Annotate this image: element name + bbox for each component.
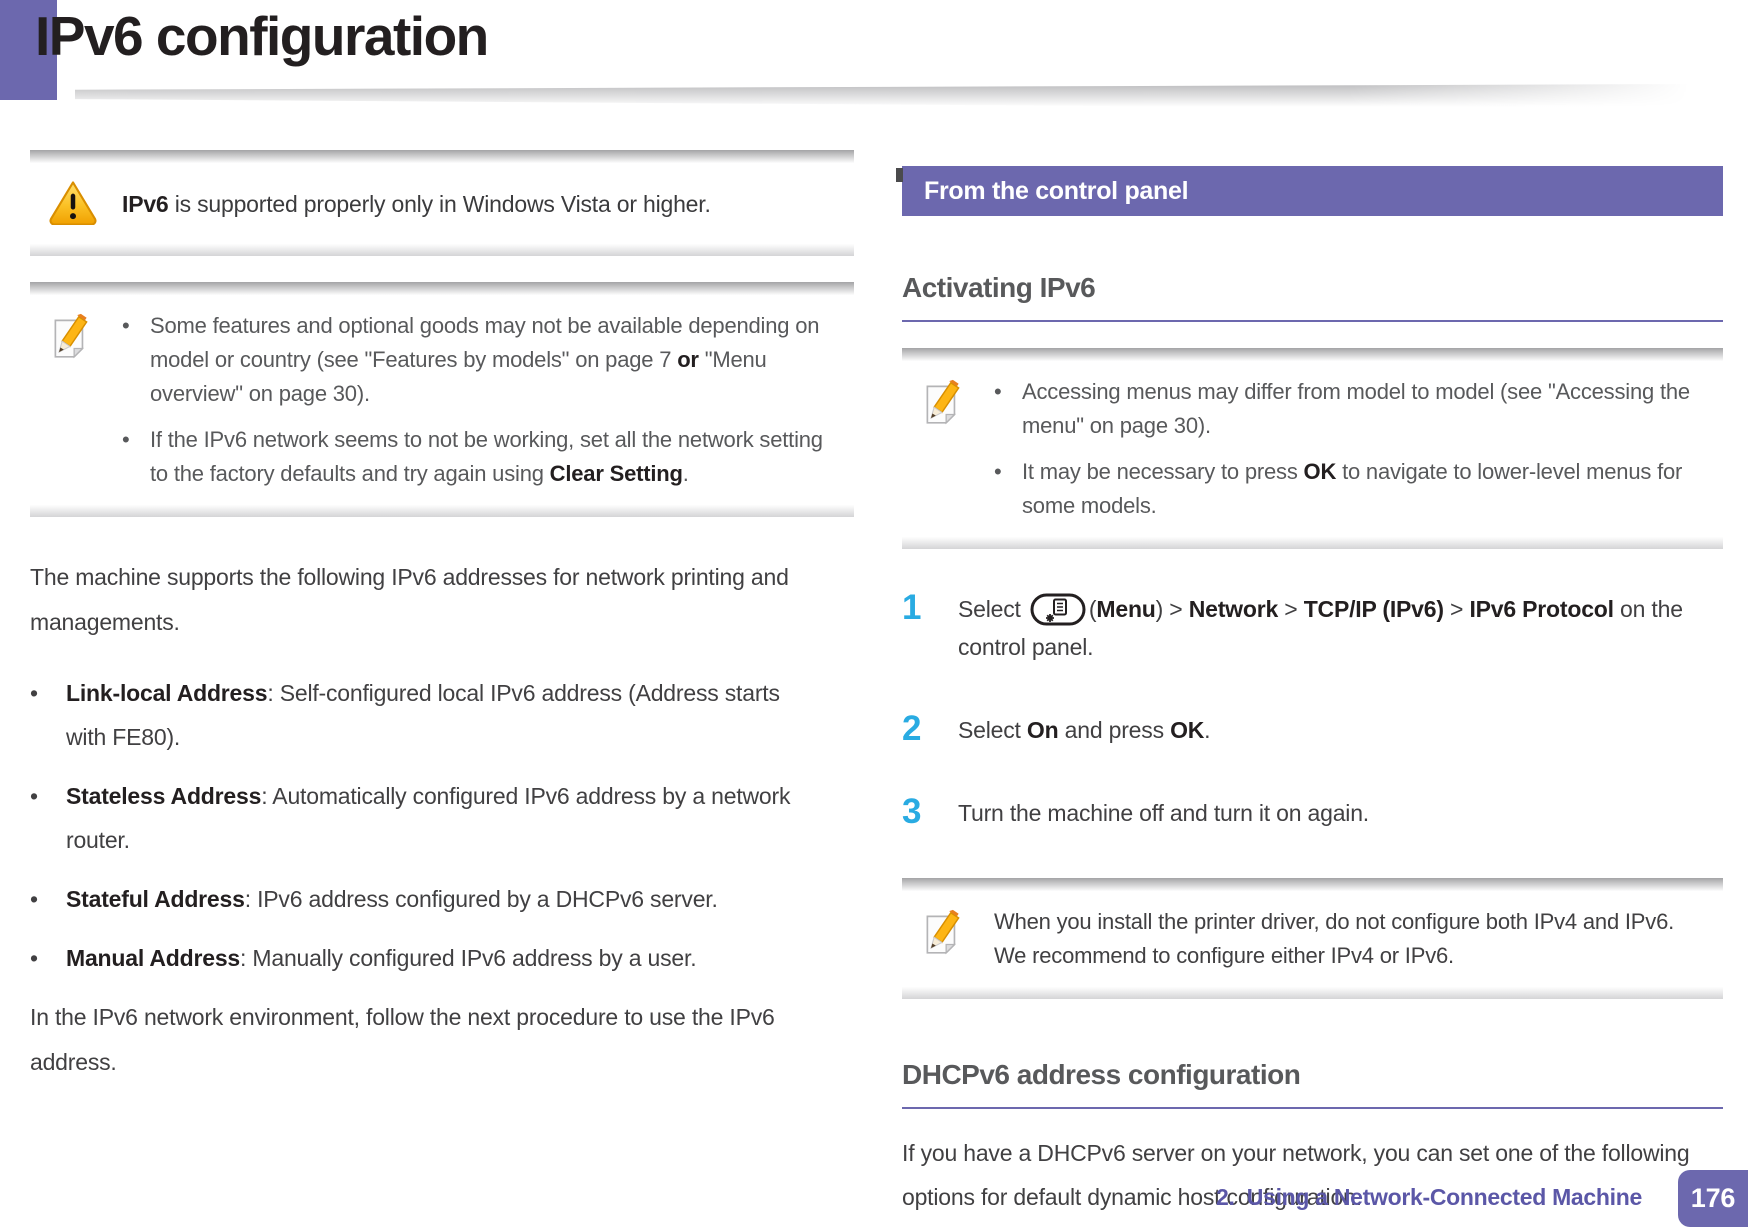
footer-page-number: 176 [1678,1170,1748,1227]
outro-paragraph: In the IPv6 network environment, follow … [30,1004,775,1075]
step-text: Select On and press OK. [958,717,1211,743]
note-pencil-icon [48,309,100,491]
list-item: • Manual Address: Manually configured IP… [30,936,854,980]
warning-icon [48,177,100,230]
dhcpv6-paragraph: If you have a DHCPv6 server on your netw… [902,1140,1690,1210]
list-item: • Stateless Address: Automatically confi… [30,774,854,862]
page-number: 176 [1690,1183,1736,1213]
step-text: Turn the machine off and turn it on agai… [958,800,1369,826]
list-item-text: Manual Address: Manually configured IPv6… [66,945,697,971]
note-content: • Accessing menus may differ from model … [994,375,1701,523]
menu-button-icon [1030,593,1086,626]
note-pencil-icon [920,375,972,523]
note-text: When you install the printer driver, do … [994,909,1675,968]
step-number: 2 [902,709,922,748]
note-bullet-text: It may be necessary to press OK to navig… [1022,459,1683,518]
page-title: IPv6 configuration [35,5,489,67]
list-item: • Stateful Address: IPv6 address configu… [30,877,854,921]
step-number: 1 [902,588,922,627]
step-text-segment: Select [958,596,1027,622]
warning-text: IPv6 is supported properly only in Windo… [122,190,711,217]
step-2: 2 Select On and press OK. [902,710,1723,749]
note-bullet: • It may be necessary to press OK to nav… [994,455,1701,523]
step-number: 3 [902,792,922,831]
bullet-dot: • [30,680,38,706]
note-box: • Some features and optional goods may n… [30,282,854,517]
section-banner-label: From the control panel [924,177,1189,205]
list-item: • Link-local Address: Self-configured lo… [30,671,854,759]
note-bullet: • Some features and optional goods may n… [122,309,832,411]
note-pencil-icon [920,905,972,973]
bullet-dot: • [30,783,38,809]
section-banner: From the control panel [896,166,1723,216]
step-text: Select (Menu) > Network > TCP/IP (IPv6) … [958,589,1698,666]
bullet-dot: • [994,459,1002,484]
intro-paragraph: The machine supports the following IPv6 … [30,564,789,635]
dhcpv6-heading: DHCPv6 address configuration [902,1059,1723,1109]
list-item-text: Stateless Address: Automatically configu… [66,783,791,853]
note-bullet: • If the IPv6 network seems to not be wo… [122,423,832,491]
bullet-dot: • [30,945,38,971]
note-box: • Accessing menus may differ from model … [902,348,1723,549]
bullet-dot: • [994,379,1002,404]
list-item-text: Link-local Address: Self-configured loca… [66,680,780,750]
title-accent-bar [0,0,57,100]
step-1: 1 Select (Menu) > Network > TCP/IP (IPv6… [902,589,1723,666]
bullet-dot: • [30,886,38,912]
note-bullet-text: Accessing menus may differ from model to… [1022,379,1690,438]
step-3: 3 Turn the machine off and turn it on ag… [902,793,1723,832]
step-list: 1 Select (Menu) > Network > TCP/IP (IPv6… [902,589,1723,832]
list-item-text: Stateful Address: IPv6 address configure… [66,886,718,912]
note-box: When you install the printer driver, do … [902,878,1723,999]
activating-ipv6-heading: Activating IPv6 [902,272,1723,322]
note-bullet-text: If the IPv6 network seems to not be work… [150,427,823,486]
bullet-dot: • [122,313,130,338]
title-divider-gradient [75,84,1705,110]
footer-chapter-label: 2. Using a Network-Connected Machine [1216,1184,1642,1210]
bullet-dot: • [122,427,130,452]
note-content: • Some features and optional goods may n… [122,309,832,491]
right-column: From the control panel Activating IPv6 [896,150,1723,1219]
section-number-notch [896,168,903,182]
step-text-segment: (Menu) > Network > TCP/IP (IPv6) > IPv6 … [958,596,1683,660]
warning-box: IPv6 is supported properly only in Windo… [30,150,854,256]
address-type-list: • Link-local Address: Self-configured lo… [30,671,854,980]
left-column: IPv6 is supported properly only in Windo… [30,150,854,1085]
note-bullet-text: Some features and optional goods may not… [150,313,820,406]
note-bullet: • Accessing menus may differ from model … [994,375,1701,443]
